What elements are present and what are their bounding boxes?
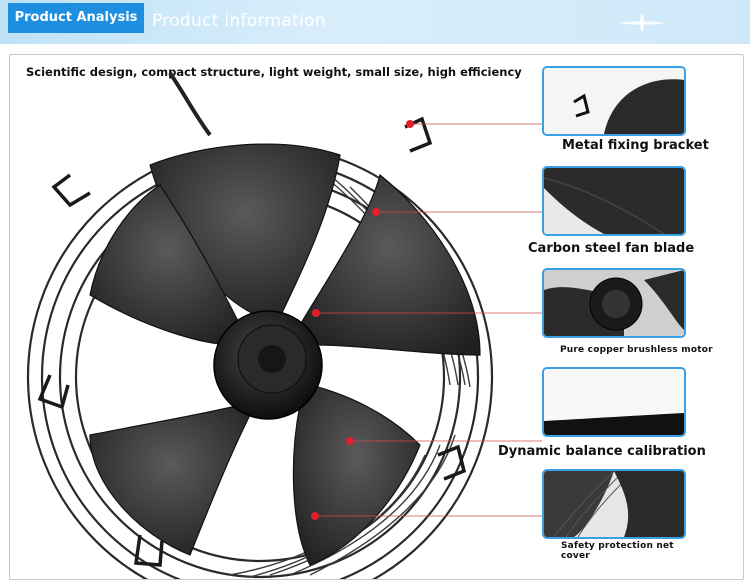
product-information-title: Product information	[152, 11, 326, 31]
caption-safety-line1: Safety protection net	[561, 541, 674, 551]
fan-illustration	[26, 71, 542, 579]
callout-dots	[311, 120, 414, 520]
caption-pure-copper-brushless-motor: Pure copper brushless motor	[560, 345, 713, 355]
product-analysis-tab: Product Analysis	[8, 3, 144, 33]
thumbnail-metal-fixing-bracket	[542, 66, 686, 136]
header-banner: Product Analysis Product information	[0, 0, 750, 44]
thumbnail-carbon-steel-fan-blade	[542, 166, 686, 236]
power-cable	[168, 71, 212, 137]
caption-safety-protection-net-cover: Safety protection net cover	[561, 541, 674, 561]
callout-lines	[315, 123, 542, 517]
motor-hub	[213, 310, 323, 420]
caption-safety-line2: cover	[561, 551, 590, 561]
thumbnail-dynamic-balance-calibration	[542, 367, 686, 437]
fan-blades	[89, 143, 481, 566]
mounting-brackets	[37, 116, 467, 567]
thumbnail-safety-protection-net-cover	[542, 469, 686, 539]
product-panel: Scientific design, compact structure, li…	[9, 54, 744, 580]
caption-carbon-steel-fan-blade: Carbon steel fan blade	[528, 241, 695, 256]
sparkle-icon	[620, 14, 664, 32]
caption-dynamic-balance-calibration: Dynamic balance calibration	[498, 444, 706, 459]
caption-metal-fixing-bracket: Metal fixing bracket	[562, 138, 709, 153]
tagline: Scientific design, compact structure, li…	[26, 65, 522, 79]
thumbnail-pure-copper-brushless-motor	[542, 268, 686, 338]
